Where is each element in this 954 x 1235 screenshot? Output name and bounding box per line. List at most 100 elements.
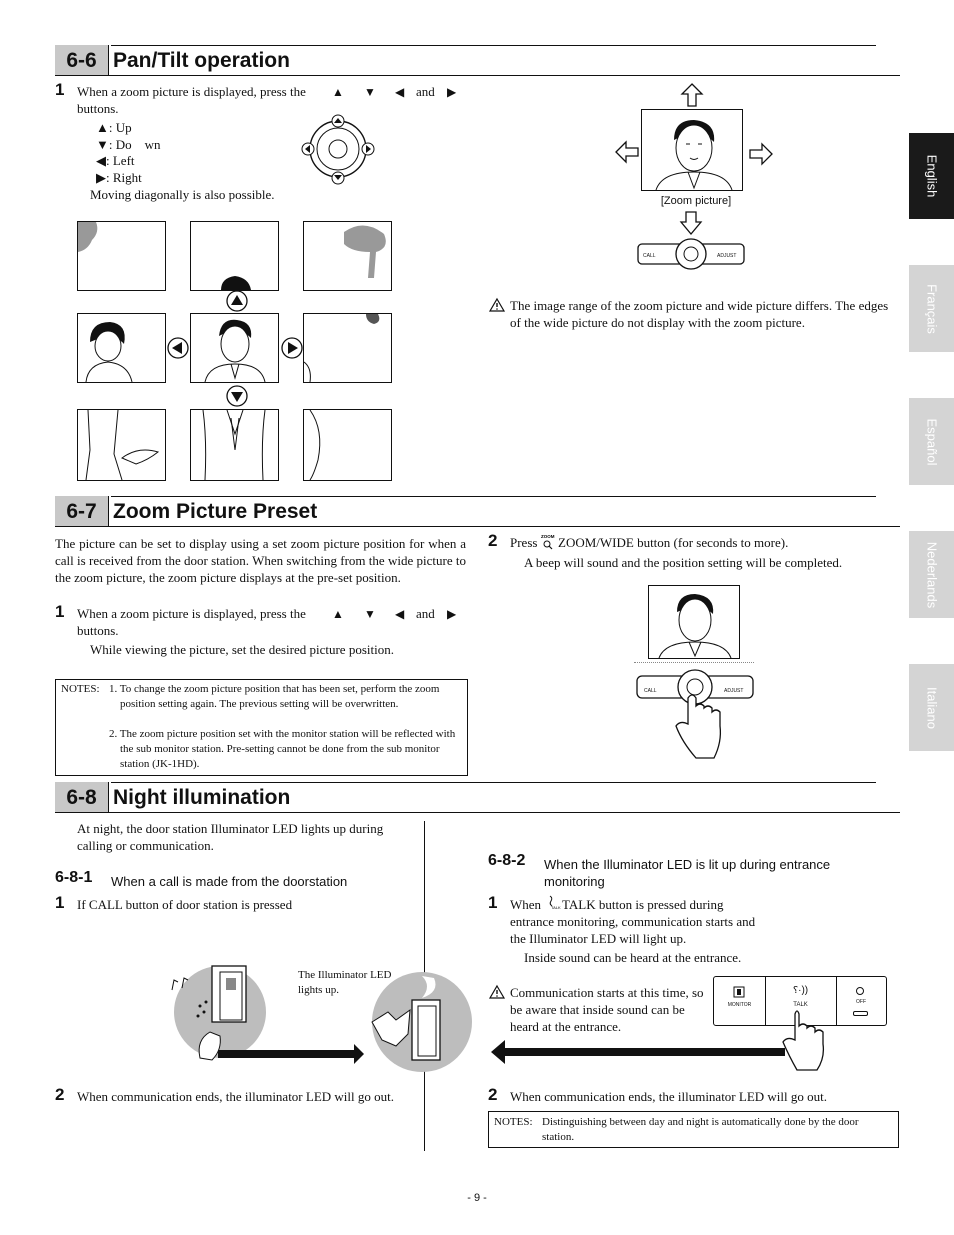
section-title: Pan/Tilt operation (113, 49, 290, 72)
tab-francais[interactable]: Français (909, 265, 954, 352)
left-arrow-icon: ◀ (395, 85, 405, 99)
step-number: 1 (55, 80, 65, 99)
when-text: When (510, 897, 542, 912)
right-arrow-icon: ▶ (96, 170, 106, 185)
press-text: Press (510, 535, 538, 550)
and-text: and (416, 606, 435, 621)
step-number: 1 (55, 602, 65, 621)
monitor-icon (733, 986, 745, 998)
section-number: 6-8 (55, 782, 109, 812)
step-text: When communication ends, the illuminator… (77, 1089, 394, 1104)
zoom-picture-frame (641, 109, 743, 191)
right-arrow-icon: ▶ (447, 85, 457, 99)
subsection-number: 6-8-2 (488, 852, 526, 869)
talk-button[interactable]: ⸮·)) TALK (765, 977, 836, 1025)
grid-cell (303, 409, 392, 481)
grid-cell (77, 221, 166, 291)
right-arrow-icon[interactable] (280, 337, 304, 359)
notes-box: NOTES: Distinguishing between day and ni… (488, 1111, 899, 1148)
step-subtext: A beep will sound and the position setti… (524, 555, 843, 570)
notes-box: NOTES: 1. To change the zoom picture pos… (55, 679, 468, 776)
caution-icon (488, 984, 506, 999)
step-text: TALK button is pressed during entrance m… (510, 897, 756, 946)
door-station-illustration (171, 965, 472, 1072)
and-text: and (416, 84, 435, 99)
adjust-label: ADJUST (724, 688, 744, 694)
buttons-text: buttons. (77, 101, 119, 116)
step-number: 2 (55, 1085, 65, 1104)
step-number: 1 (488, 893, 498, 912)
note-item: 1. To change the zoom picture position t… (109, 683, 440, 710)
step-text: ZOOM/WIDE button (for seconds to more). (558, 535, 789, 550)
step-text: When a zoom picture is displayed, press … (77, 606, 306, 621)
off-button[interactable]: OFF (836, 977, 886, 1025)
grid-cell (303, 313, 392, 383)
down-arrow-icon (679, 211, 703, 236)
divider (634, 662, 754, 663)
up-arrow-icon: ▲ (96, 120, 109, 135)
dir-left: ◀: Left (96, 153, 135, 168)
tab-nederlands[interactable]: Nederlands (909, 531, 954, 618)
grid-cell (77, 313, 166, 383)
notes-label: NOTES: (494, 1116, 533, 1128)
subsection-title: When a call is made from the doorstation (111, 874, 348, 889)
down-arrow-icon: ▼ (364, 607, 376, 621)
call-label: CALL (643, 253, 656, 259)
diagonal-text: Moving diagonally is also possible. (90, 187, 275, 202)
grid-cell (303, 221, 392, 291)
monitor-buttons: MONITOR ⸮·)) TALK OFF (713, 976, 887, 1026)
note-item: Distinguishing between day and night is … (542, 1116, 859, 1143)
left-arrow-icon: ◀ (395, 607, 405, 621)
left-arrow-icon: ◀ (96, 153, 106, 168)
zoom-wide-icon: ZOOM (541, 534, 555, 550)
step-subtext: Inside sound can be heard at the entranc… (524, 950, 742, 965)
notes-label: NOTES: (61, 683, 100, 695)
back-arrow-and-hand (491, 1010, 825, 1071)
led-icon (856, 987, 864, 995)
svg-text:ZOOM: ZOOM (541, 534, 555, 539)
right-arrow-icon: ▶ (447, 607, 457, 621)
section-header-6-7: 6-7 Zoom Picture Preset (55, 496, 900, 527)
section-header-6-8: 6-8 Night illumination (55, 782, 900, 813)
intro-text: The picture can be set to display using … (55, 536, 466, 585)
zoom-picture-frame (648, 585, 740, 659)
down-arrow-icon: ▼ (96, 137, 109, 152)
led-caption: The Illuminator LED lights up. (298, 969, 392, 996)
step-number: 1 (55, 893, 65, 912)
call-label: CALL (644, 688, 657, 694)
up-arrow-icon: ▲ (332, 85, 344, 99)
caution-text: The image range of the zoom picture and … (510, 298, 889, 330)
grid-cell (190, 313, 279, 383)
monitor-button[interactable]: MONITOR (714, 977, 765, 1025)
up-arrow-icon: ▲ (332, 607, 344, 621)
section-number: 6-6 (55, 45, 109, 75)
zoom-caption: [Zoom picture] (660, 195, 732, 207)
subsection-title: When the Illuminator LED is lit up durin… (544, 857, 831, 889)
grid-cell (190, 409, 279, 481)
section-title: Night illumination (113, 786, 291, 809)
section-number: 6-7 (55, 496, 109, 526)
step-subtext: While viewing the picture, set the desir… (90, 642, 394, 657)
intro-text: At night, the door station Illuminator L… (77, 821, 384, 853)
left-arrow-icon[interactable] (166, 337, 190, 359)
down-arrow-icon[interactable] (225, 385, 249, 407)
dpad-icon (301, 114, 375, 185)
step-number: 2 (488, 1085, 498, 1104)
led-indicator (853, 1011, 868, 1016)
subsection-number: 6-8-1 (55, 869, 93, 886)
section-header-6-6: 6-6 Pan/Tilt operation (55, 45, 900, 76)
tab-espanol[interactable]: Español (909, 398, 954, 485)
up-arrow-icon[interactable] (225, 290, 249, 312)
tab-english[interactable]: English (909, 133, 954, 219)
tab-italiano[interactable]: Italiano (909, 664, 954, 751)
talk-icon: ⸮·)) (792, 985, 809, 996)
dir-up: ▲: Up (96, 120, 132, 135)
control-panel-press: CALL ADJUST (636, 668, 754, 764)
control-panel: CALL ADJUST (637, 238, 745, 270)
svg-text:TALK: TALK (551, 905, 561, 910)
step-number: 2 (488, 531, 498, 550)
step-text: When communication ends, the illuminator… (510, 1089, 827, 1104)
page-number: - 9 - (467, 1192, 487, 1204)
talk-icon: TALK (549, 895, 561, 910)
grid-cell (190, 221, 279, 291)
